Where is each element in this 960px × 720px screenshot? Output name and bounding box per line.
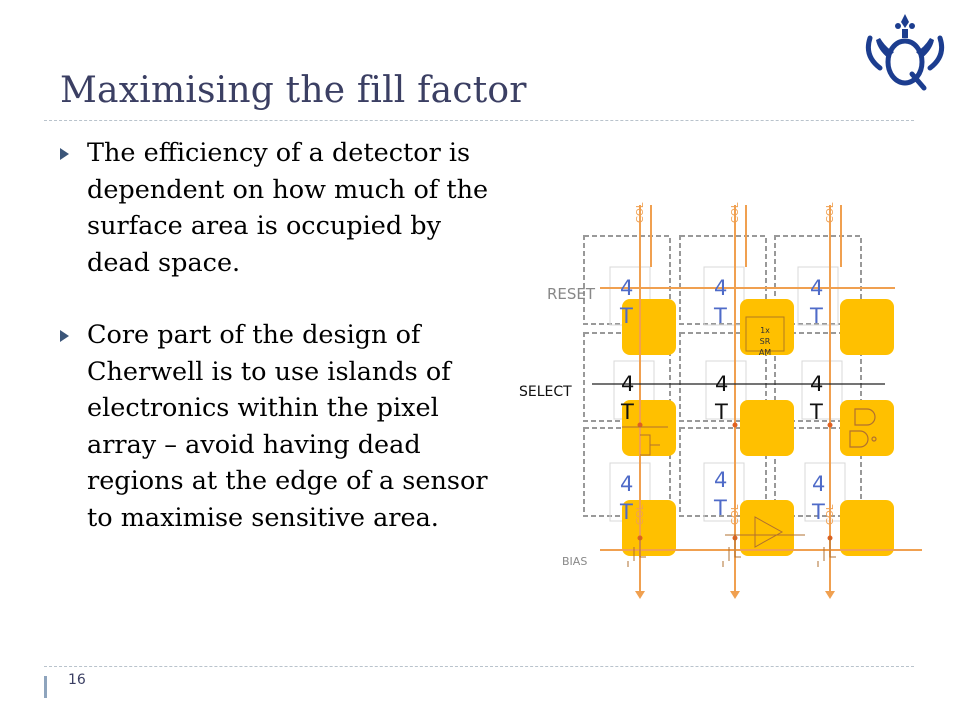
cell-label-bottom: T	[619, 500, 633, 524]
triangle-bullet-icon	[60, 148, 69, 160]
cell-label-bottom: T	[713, 304, 727, 328]
footer-accent-bar	[44, 676, 47, 698]
bullet-text: The efficiency of a detector is dependen…	[87, 138, 489, 278]
bullet-text: Core part of the design of Cherwell is t…	[87, 320, 488, 533]
page-number: 16	[68, 672, 86, 688]
select-label: SELECT	[519, 384, 572, 400]
cell-label-bottom: T	[809, 400, 823, 424]
pixel-block	[622, 299, 676, 355]
dashed-pixel-box	[679, 427, 767, 517]
col-label: COL	[730, 504, 741, 525]
cell-label-top: 4	[621, 372, 634, 396]
bullet-item: Core part of the design of Cherwell is t…	[60, 317, 500, 536]
bullet-list: The efficiency of a detector is dependen…	[60, 135, 500, 536]
cell-label-bottom: T	[714, 400, 728, 424]
cell-labels: 4 T 4 T 4 T 4 T 4 T 4 T	[619, 276, 825, 524]
col-label: COL	[730, 202, 741, 223]
dashed-pixel-box	[679, 235, 767, 325]
bullet-item: The efficiency of a detector is dependen…	[60, 135, 500, 281]
cell-label-top: 4	[810, 276, 823, 300]
cell-label-top: 4	[714, 468, 727, 492]
footer-divider	[44, 666, 914, 667]
reset-label: RESET	[547, 285, 596, 303]
pixel-block	[740, 500, 794, 556]
sram-label-line: 1x	[760, 326, 770, 335]
col-label: COL	[825, 504, 836, 525]
cell-label-top: 4	[810, 372, 823, 396]
cell-label-bottom: T	[811, 500, 825, 524]
pixel-block	[622, 400, 676, 456]
cell-label-top: 4	[620, 472, 633, 496]
dashed-pixel-box	[774, 235, 862, 325]
sram-label-line: AM	[759, 348, 771, 357]
title-divider	[44, 120, 914, 121]
sram-box	[745, 316, 785, 352]
cell-label-top: 4	[715, 372, 728, 396]
col-label: COL	[825, 202, 836, 223]
cell-labels-mid: 4 T 4 T 4 T	[620, 372, 823, 424]
col-label: COL	[635, 202, 646, 223]
pixel-block	[840, 299, 894, 355]
cell-label-bottom: T	[619, 304, 633, 328]
dashed-pixel-box	[774, 427, 862, 517]
cell-label-top: 4	[812, 472, 825, 496]
sram-label-line: SR	[760, 337, 771, 346]
and-gate-icon	[854, 408, 876, 426]
dashed-pixel-box	[679, 332, 767, 422]
cell-label-bottom: T	[809, 304, 823, 328]
bias-label: BIAS	[562, 555, 587, 568]
crown-q-logo-icon	[862, 12, 948, 92]
col-label: COL	[635, 504, 646, 525]
cell-label-bottom: T	[713, 496, 727, 520]
cell-label-bottom: T	[620, 400, 634, 424]
cell-label-top: 4	[714, 276, 727, 300]
triangle-bullet-icon	[60, 330, 69, 342]
pixel-array-diagram: 4 T 4 T 4 T 4 T 4 T 4 T 4 T 4 T 4 T COL …	[519, 195, 930, 615]
pixel-block	[840, 400, 894, 456]
pixel-array-svg: 4 T 4 T 4 T 4 T 4 T 4 T 4 T 4 T 4 T COL …	[519, 202, 922, 599]
dashed-pixel-box	[774, 332, 862, 422]
pixel-block	[622, 500, 676, 556]
cell-label-top: 4	[620, 276, 633, 300]
pixel-block	[740, 400, 794, 456]
slide-title: Maximising the fill factor	[60, 70, 527, 111]
pixel-block	[840, 500, 894, 556]
nand-gate-icon	[849, 430, 869, 448]
